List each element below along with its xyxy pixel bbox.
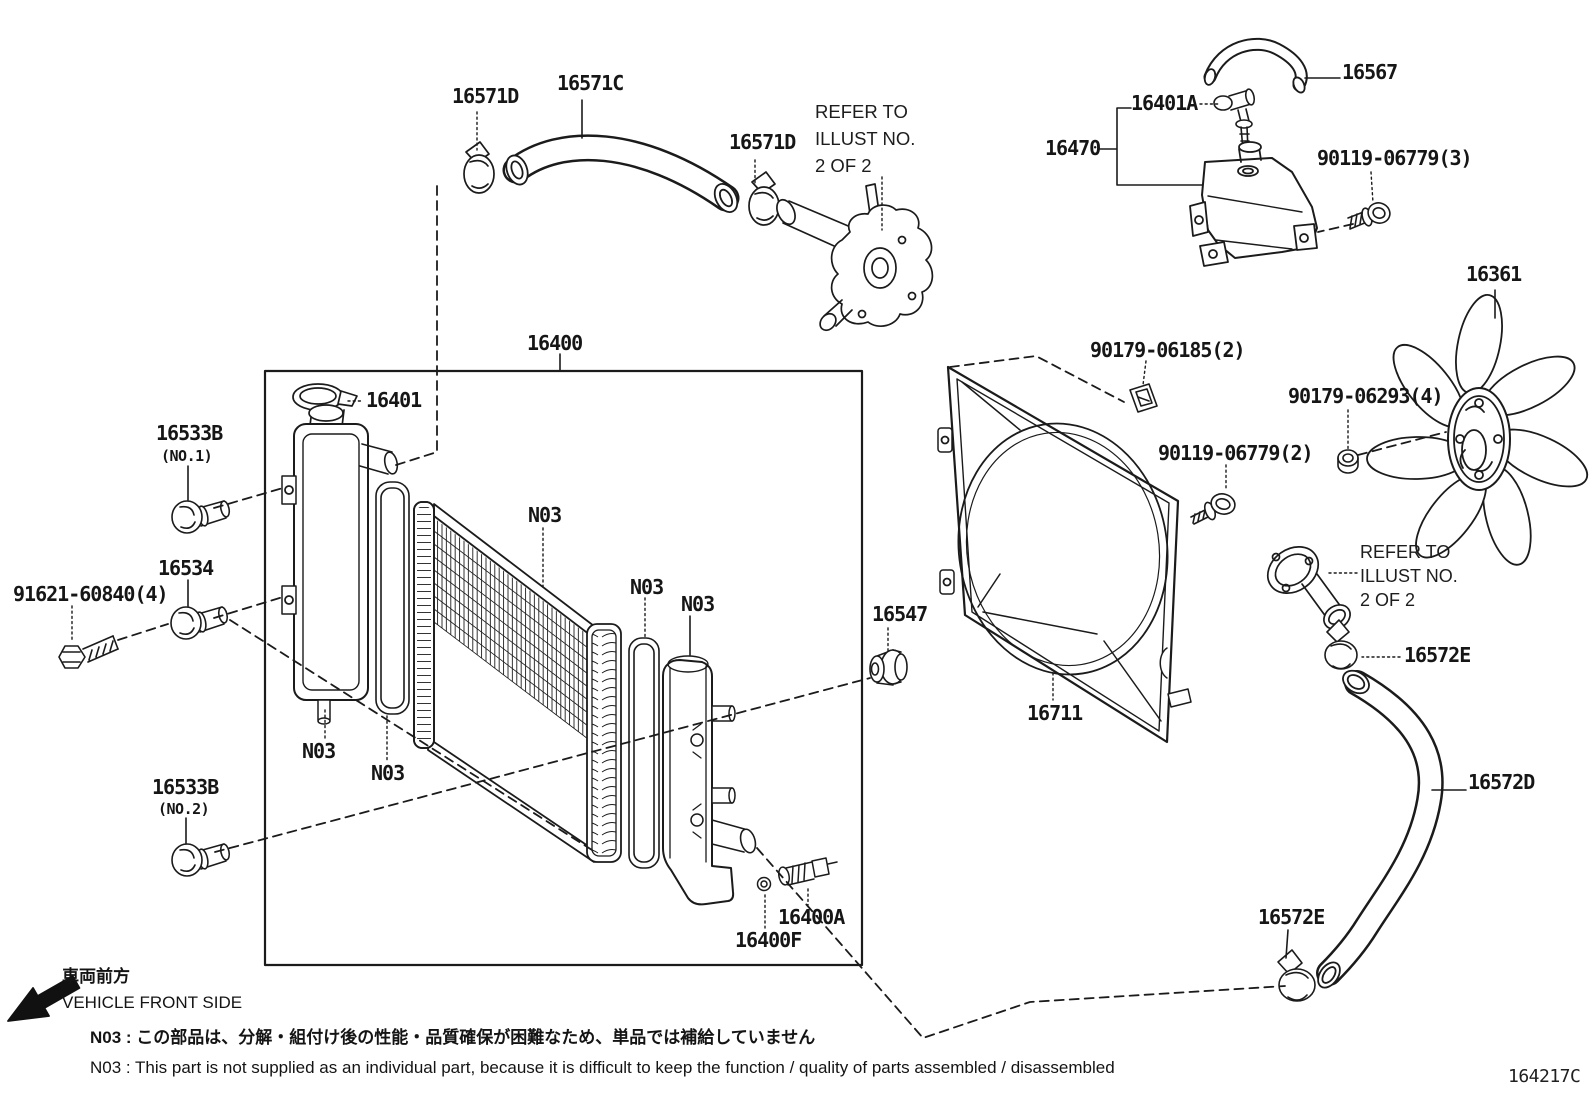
hose-clamp-16572E-bottom-drawing [1277, 949, 1316, 1002]
part-label-16572e-bottom: 16572E [1258, 905, 1325, 929]
part-label-16567: 16567 [1342, 60, 1398, 84]
part-label-n03-gasket-left: N03 [371, 761, 405, 785]
bolt-16534-drawing [170, 606, 229, 640]
part-sublabel-no1: (NO.1) [161, 447, 213, 465]
note-n03-japanese: N03 : この部品は、分解・組付け後の性能・品質確保が困難なため、単品では補給… [90, 1028, 816, 1047]
vehicle-front-arrow [7, 975, 81, 1022]
dotted-leader-lines [71, 103, 1401, 929]
part-label-16401a: 16401A [1131, 91, 1198, 115]
diagram-code: 164217C [1508, 1066, 1581, 1087]
part-label-16711: 16711 [1027, 701, 1083, 725]
refer-note-right-line2: ILLUST NO. [1360, 566, 1458, 586]
radiator-right-tank-drawing [662, 655, 757, 906]
radiator-gasket-left-drawing [375, 481, 410, 715]
part-label-16533b-no2: 16533B [152, 775, 219, 799]
part-label-n03-right-tank: N03 [681, 592, 715, 616]
nut-90179-06293-4-drawing [1337, 449, 1359, 474]
part-label-16401: 16401 [366, 388, 422, 412]
water-inlet-drawing [1266, 546, 1351, 630]
refer-note-right: REFER TO ILLUST NO. 2 OF 2 [1360, 540, 1458, 612]
part-label-90179-06185-2: 90179-06185(2) [1090, 338, 1246, 362]
stud-bolt-91621-60840-4-drawing [58, 635, 119, 669]
refer-note-top: REFER TO ILLUST NO. 2 OF 2 [815, 98, 915, 179]
fan-16361-drawing [1366, 293, 1589, 566]
part-label-16361: 16361 [1466, 262, 1522, 286]
radiator-core-drawing [413, 501, 622, 863]
part-label-16572d: 16572D [1468, 770, 1535, 794]
note-n03-english: N03 : This part is not supplied as an in… [90, 1058, 1115, 1077]
part-label-16571c: 16571C [557, 71, 624, 95]
refer-note-right-line1: REFER TO [1360, 542, 1451, 562]
part-label-16547: 16547 [872, 602, 928, 626]
part-label-91621-60840-4: 91621-60840(4) [13, 582, 169, 606]
part-label-n03-core: N03 [528, 503, 562, 527]
radiator-box-outline [263, 369, 864, 967]
part-label-n03-left-tank: N03 [302, 739, 336, 763]
refer-note-top-line2: ILLUST NO. [815, 128, 916, 149]
bolt-16533B-no2-drawing [171, 843, 231, 877]
vehicle-front-label-jp: 車両前方 [62, 967, 130, 986]
part-label-16533b-no1: 16533B [156, 421, 223, 445]
vehicle-front-label-en: VEHICLE FRONT SIDE [62, 993, 243, 1012]
part-label-90119-06779-3: 90119-06779(3) [1317, 146, 1473, 170]
hose-clamp-16571D-right-drawing [748, 171, 780, 226]
upper-hose-16571C-drawing [502, 134, 740, 213]
part-label-16400f: 16400F [735, 928, 802, 952]
lower-hose-16572D-drawing [1316, 669, 1444, 989]
part-label-n03-gasket-right: N03 [630, 575, 664, 599]
part-label-16572e-top: 16572E [1404, 643, 1471, 667]
assembly-dashed-lines [117, 185, 1447, 1039]
refer-note-right-line3: 2 OF 2 [1360, 590, 1416, 610]
part-label-16571d-2: 16571D [729, 130, 796, 154]
refer-note-top-line1: REFER TO [815, 101, 908, 122]
part-label-90119-06779-2: 90119-06779(2) [1158, 441, 1314, 465]
drain-cock-16400A-drawing [778, 857, 838, 886]
part-label-90179-06293-4: 90179-06293(4) [1288, 384, 1444, 408]
hose-clamp-16572E-top-drawing [1324, 619, 1358, 670]
radiator-left-tank-drawing [281, 423, 399, 725]
reserve-tank-16470-drawing [1189, 141, 1318, 267]
bolt-16533B-no1-drawing [171, 500, 231, 534]
radiator-gasket-right-drawing [628, 637, 660, 869]
part-label-16400: 16400 [527, 331, 583, 355]
part-label-16470: 16470 [1045, 136, 1101, 160]
o-ring-16400F-drawing [756, 876, 772, 892]
reserve-tank-cap-16401A-drawing [1213, 88, 1256, 151]
part-label-16571d-1: 16571D [452, 84, 519, 108]
part-label-16400a: 16400A [778, 905, 845, 929]
bolt-90119-06779-2-drawing [1190, 493, 1236, 525]
grommet-16547-drawing [869, 649, 908, 686]
reserve-tank-hose-16567-drawing [1203, 37, 1308, 94]
hose-clamp-16571D-left-drawing [463, 141, 495, 194]
bolt-90119-06779-3-drawing [1347, 202, 1391, 230]
solid-leader-lines [185, 77, 1496, 959]
part-label-16534: 16534 [158, 556, 214, 580]
clip-90179-06185-2-drawing [1129, 383, 1158, 413]
fan-shroud-16711-drawing [937, 365, 1192, 744]
part-sublabel-no2: (NO.2) [158, 800, 210, 818]
refer-note-top-line3: 2 OF 2 [815, 155, 872, 176]
thermostat-housing-drawing [776, 183, 934, 332]
